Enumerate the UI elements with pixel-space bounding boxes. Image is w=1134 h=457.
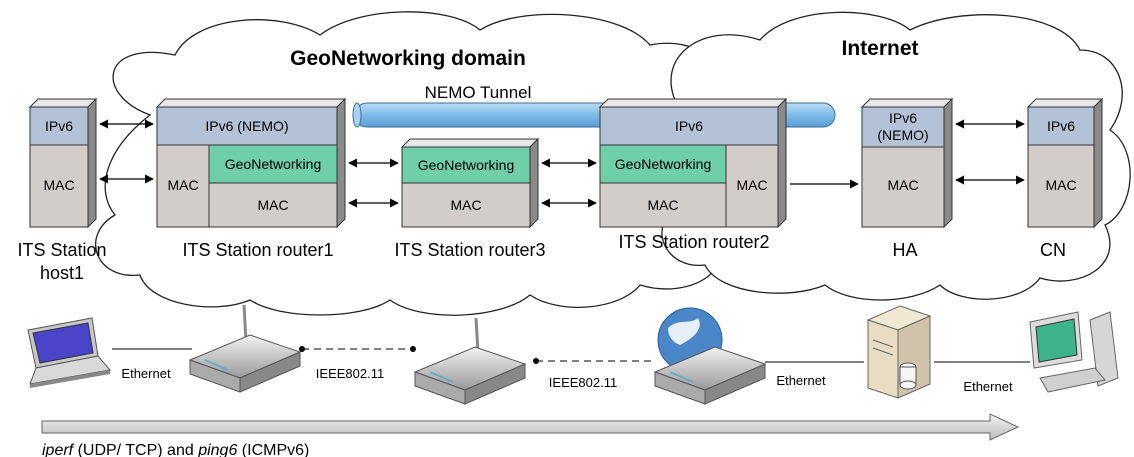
traffic-flow-arrow: [41, 413, 1020, 441]
desktop-computer-icon: [1029, 311, 1119, 393]
tool-iperf: iperf: [42, 442, 75, 457]
nemo-tunnel-label: NEMO Tunnel: [425, 83, 532, 102]
stack-connections: [99, 119, 1025, 208]
tool-ping6: ping6: [197, 442, 237, 457]
router3-geonetworking-label: GeoNetworking: [418, 157, 515, 173]
host1-label-line1: ITS Station: [17, 240, 106, 260]
internet-domain-title: Internet: [841, 37, 918, 60]
router1-mac-bottom-label: MAC: [257, 197, 288, 213]
router2-geonetworking-label: GeoNetworking: [615, 156, 712, 172]
router-device-3-icon: [413, 317, 527, 405]
router3-label: ITS Station router3: [394, 240, 545, 260]
laptop-icon: [27, 317, 111, 388]
link-label-ethernet-3: Ethernet: [963, 379, 1013, 394]
host1-label-line2: host1: [40, 263, 84, 283]
link-label-ethernet-1: Ethernet: [121, 366, 171, 381]
router1-ipv6-label: IPv6 (NEMO): [205, 118, 288, 134]
traffic-caption: iperf (UDP/ TCP) and ping6 (ICMPv6): [42, 442, 309, 457]
host1-stack: IPv6 MAC: [28, 97, 98, 229]
tool-ping6-desc: (ICMPv6): [237, 442, 309, 457]
server-icon: [866, 305, 932, 399]
router1-geonetworking-label: GeoNetworking: [225, 156, 322, 172]
physical-links: [112, 348, 1030, 363]
router3-mac-label: MAC: [450, 197, 481, 213]
geonetworking-domain-title: GeoNetworking domain: [290, 47, 526, 70]
ha-ipv6-label-line2: (NEMO): [877, 127, 928, 143]
ha-ipv6-label-line1: IPv6: [889, 110, 917, 126]
router2-stack: IPv6 GeoNetworking MAC MAC: [598, 97, 788, 229]
link-label-ethernet-2: Ethernet: [776, 373, 826, 388]
ha-mac-label: MAC: [887, 177, 918, 193]
ha-label: HA: [892, 240, 917, 260]
link-label-wireless-1: IEEE802.11: [316, 366, 384, 381]
router1-label: ITS Station router1: [182, 240, 333, 260]
cn-ipv6-label: IPv6: [1047, 118, 1075, 134]
link-endpoint-dot: [299, 346, 305, 352]
link-endpoint-dot: [410, 346, 416, 352]
router3-stack: GeoNetworking MAC: [400, 137, 540, 229]
host1-mac-label: MAC: [43, 177, 74, 193]
router2-mac-bottom-label: MAC: [647, 197, 678, 213]
host1-ipv6-label: IPv6: [45, 118, 73, 134]
link-label-wireless-2: IEEE802.11: [549, 375, 617, 390]
cn-label: CN: [1040, 240, 1066, 260]
link-endpoint-dot: [533, 358, 539, 364]
cn-stack: IPv6 MAC: [1026, 97, 1104, 229]
router1-stack: IPv6 (NEMO) MAC GeoNetworking MAC: [155, 97, 347, 229]
router1-mac-left-label: MAC: [167, 177, 198, 193]
router2-label: ITS Station router2: [618, 232, 769, 252]
router2-mac-right-label: MAC: [736, 177, 767, 193]
router-device-1-icon: [188, 304, 302, 393]
router2-ipv6-label: IPv6: [675, 118, 703, 134]
ha-stack: IPv6 (NEMO) MAC: [860, 97, 954, 229]
cn-mac-label: MAC: [1045, 177, 1076, 193]
tool-iperf-desc: (UDP/ TCP) and: [73, 442, 198, 457]
router-device-2-globe-icon: [653, 307, 767, 405]
